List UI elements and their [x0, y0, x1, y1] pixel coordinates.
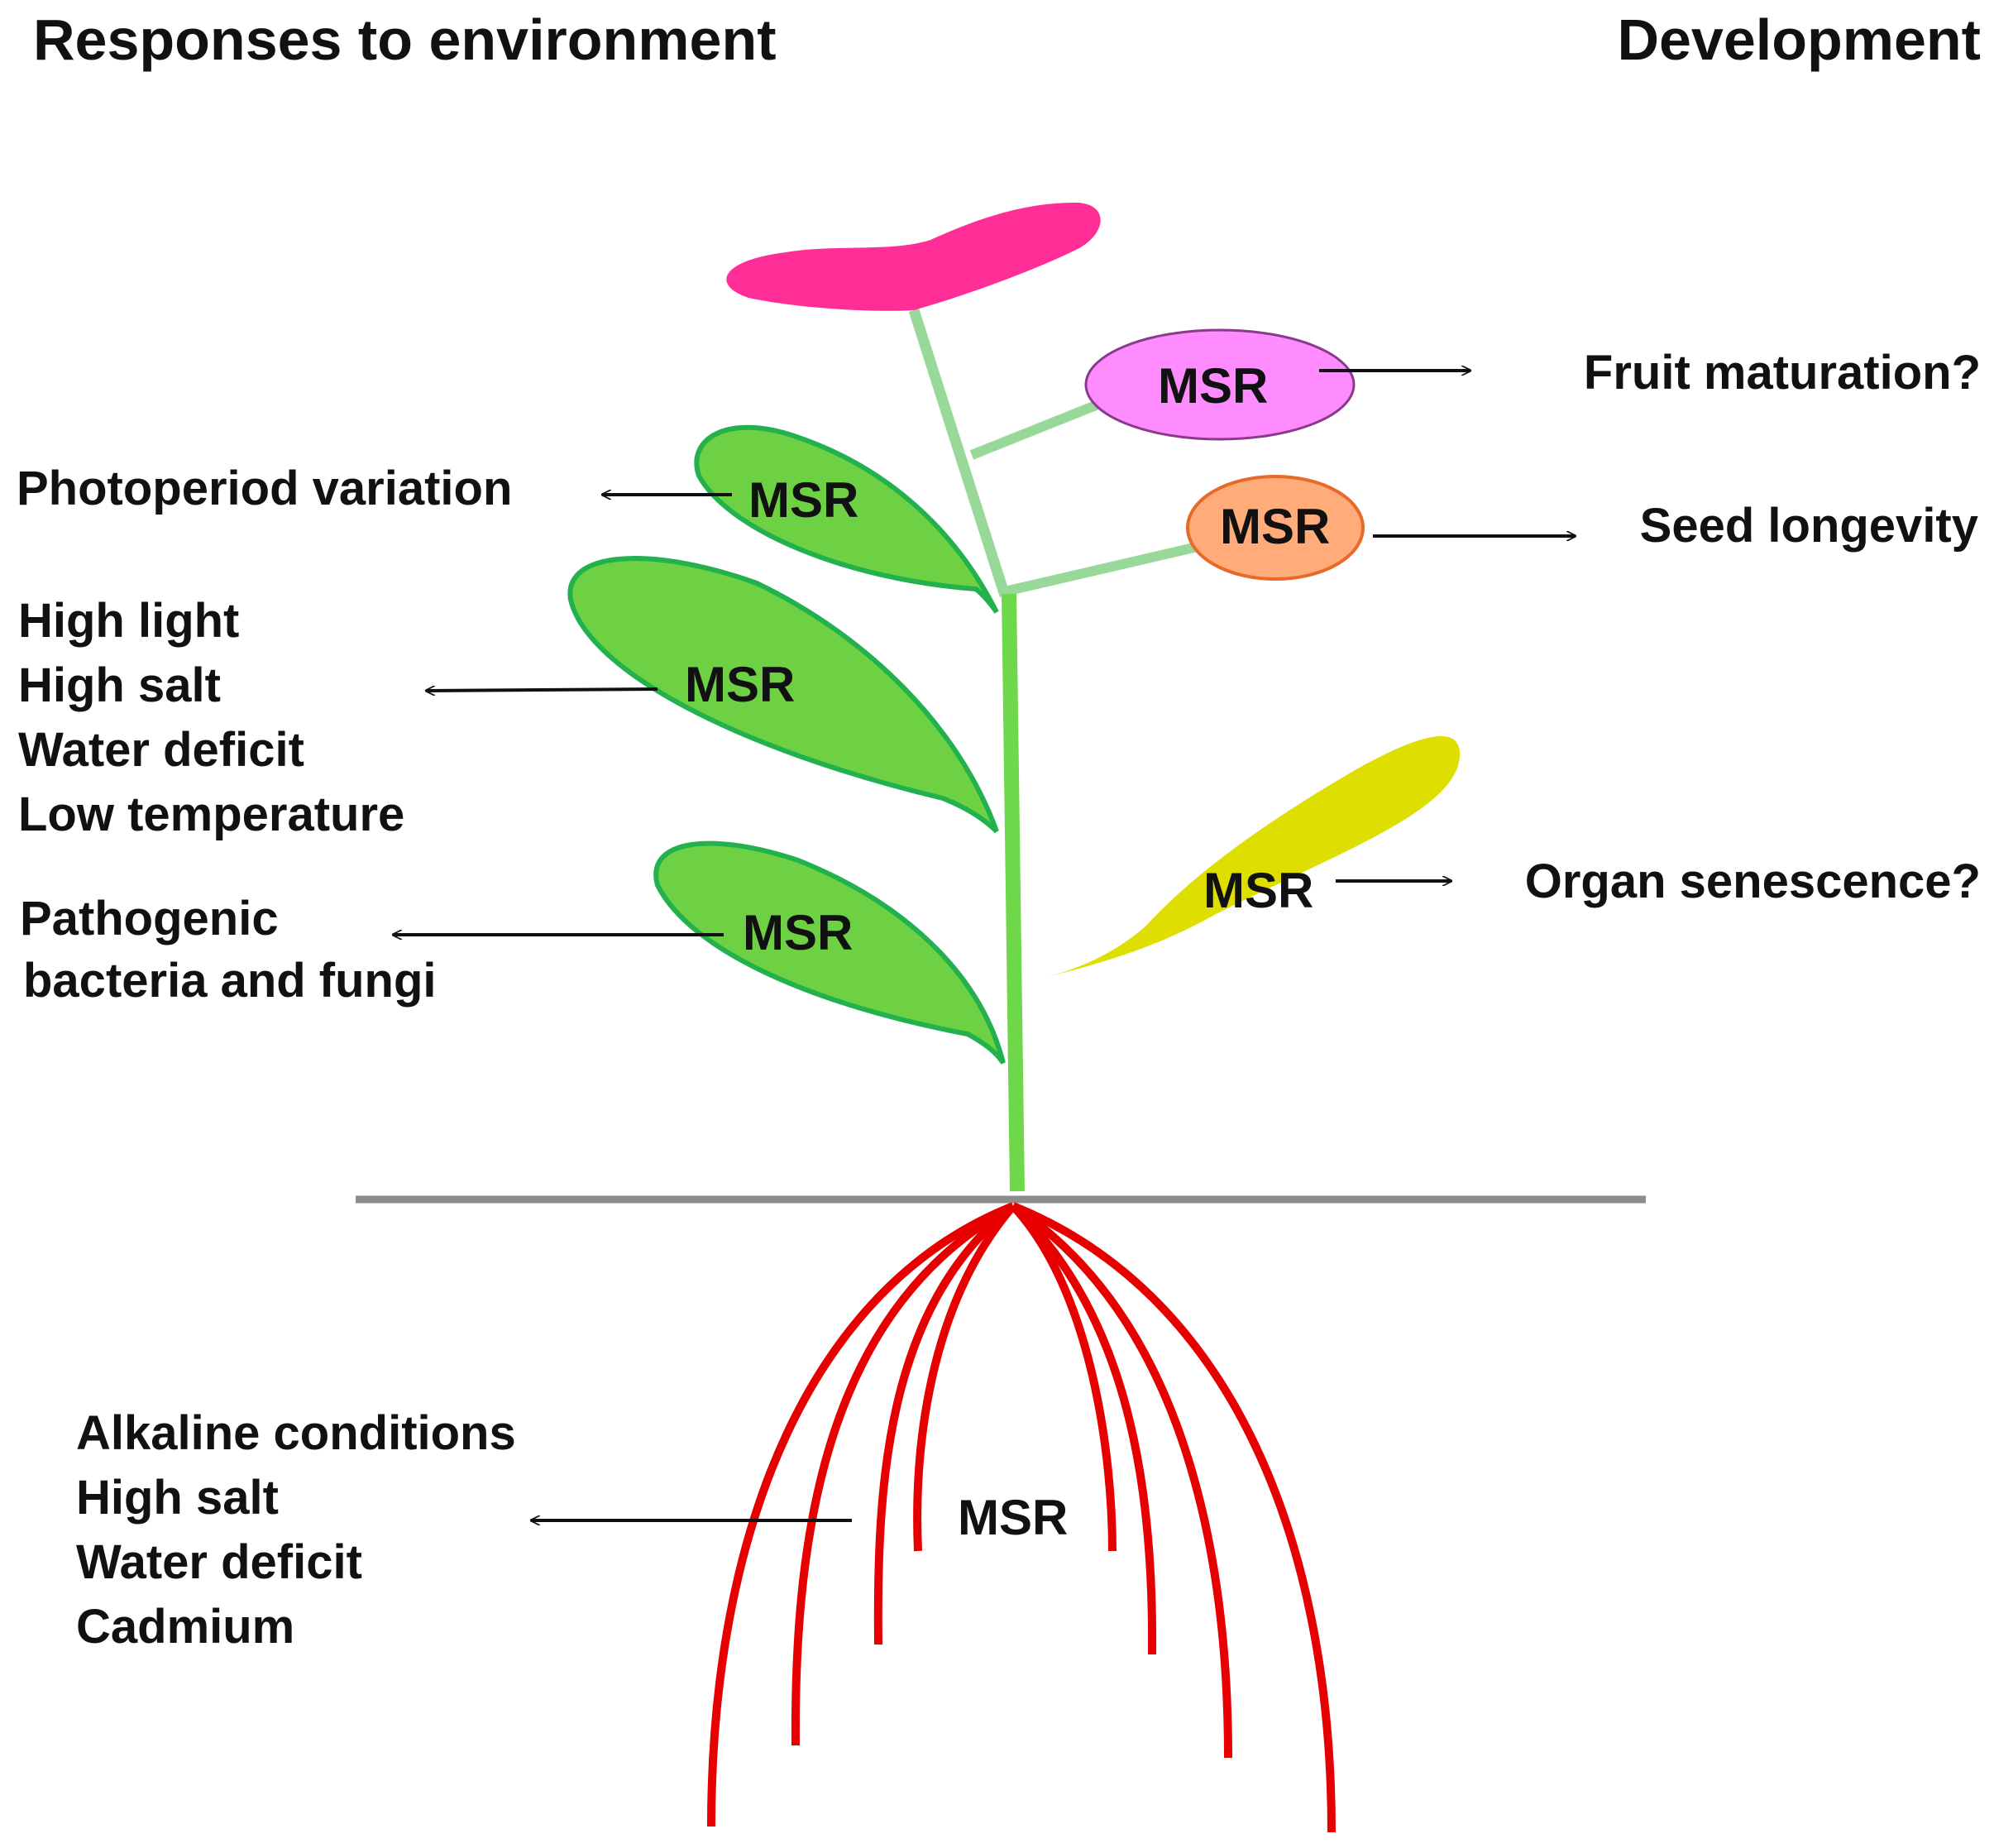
heading-responses-to-environment: Responses to environment: [33, 7, 777, 72]
label-organ-senescence: Organ senescence?: [1525, 855, 1981, 908]
label-roots-2: High salt: [76, 1471, 279, 1525]
root-right-2: [1011, 1202, 1232, 1759]
seed-ellipse: [1186, 475, 1365, 581]
msr-label-fruit: MSR: [1158, 358, 1268, 414]
msr-label-lower-leaf: MSR: [743, 905, 853, 960]
heading-development: Development: [1617, 7, 1981, 72]
label-roots-3: Water deficit: [76, 1535, 362, 1589]
arrows: [393, 371, 1576, 1520]
label-middle-leaf-3: Water deficit: [18, 723, 304, 777]
middle-leaf: [567, 556, 999, 834]
label-fruit-maturation: Fruit maturation?: [1584, 346, 1981, 400]
fruit-ellipse: [1084, 328, 1356, 441]
msr-label-upper-leaf: MSR: [748, 472, 858, 528]
label-middle-leaf-1: High light: [18, 594, 239, 648]
label-pathogens-1: Pathogenic: [20, 892, 279, 946]
seed-branch: [1003, 541, 1203, 596]
root-left-inner: [913, 1203, 1016, 1552]
label-roots-1: Alkaline conditions: [76, 1406, 516, 1460]
upper-leaf: [694, 424, 999, 614]
main-stem: [1002, 593, 1025, 1192]
label-middle-leaf-4: Low temperature: [18, 788, 404, 841]
lower-leaf: [653, 840, 1006, 1065]
root-outer-left: [707, 1202, 1015, 1827]
root-outer-right: [1011, 1202, 1336, 1833]
label-roots-4: Cadmium: [76, 1600, 294, 1654]
msr-label-roots: MSR: [958, 1490, 1068, 1545]
root-right-inner: [1010, 1203, 1117, 1552]
arrow-middle-leaf: [426, 689, 658, 691]
root-left-2: [791, 1202, 1016, 1746]
senescent-leaf: [1044, 735, 1461, 978]
label-photoperiod: Photoperiod variation: [17, 462, 512, 515]
msr-label-senescent-leaf: MSR: [1203, 863, 1313, 918]
root-right-3: [1010, 1203, 1157, 1655]
root-left-3: [873, 1203, 1016, 1645]
fruit-branch: [969, 399, 1102, 460]
label-seed-longevity: Seed longevity: [1640, 499, 1978, 553]
label-middle-leaf-2: High salt: [18, 658, 221, 712]
msr-label-middle-leaf: MSR: [685, 657, 795, 712]
upper-stem: [908, 309, 1011, 597]
flower: [726, 203, 1101, 311]
label-pathogens-2: bacteria and fungi: [23, 954, 437, 1008]
msr-label-seed: MSR: [1220, 499, 1330, 554]
roots: [707, 1202, 1336, 1833]
